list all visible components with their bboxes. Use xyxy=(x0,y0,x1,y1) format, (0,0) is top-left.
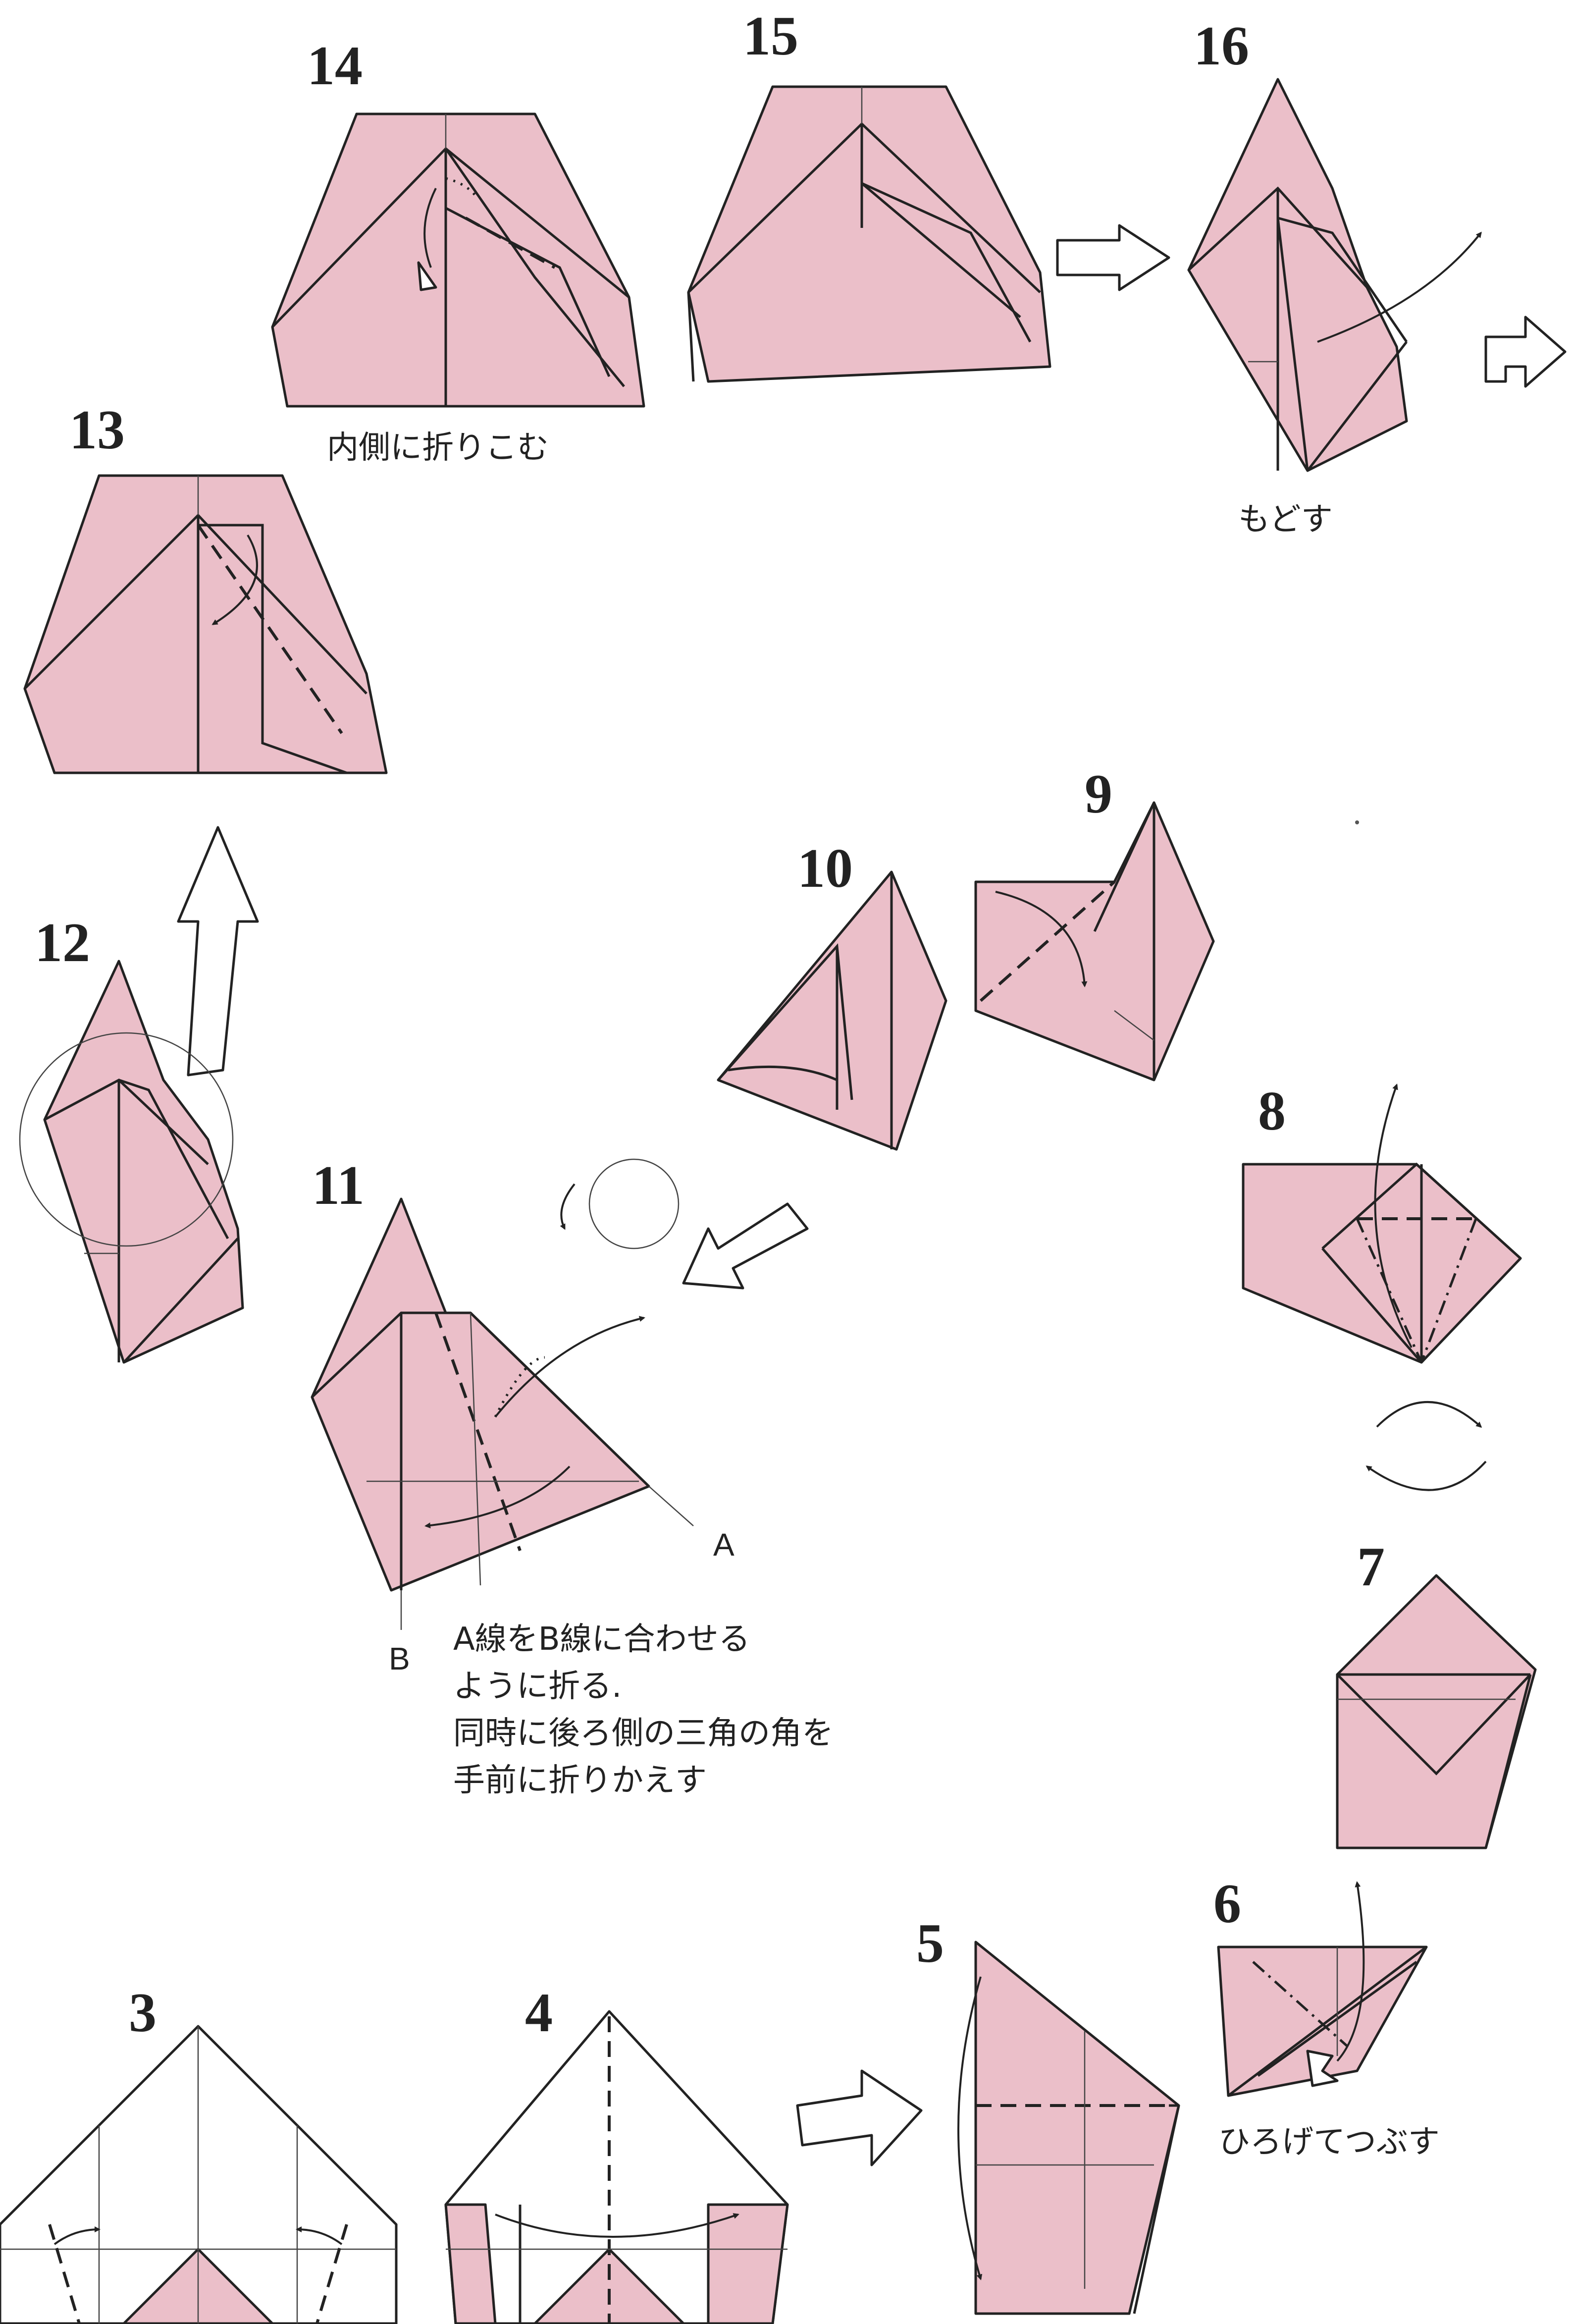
step-15-number: 15 xyxy=(743,5,798,67)
hollow-arrow-15-16 xyxy=(1056,224,1170,291)
hollow-arrow-10-11 xyxy=(682,1202,809,1290)
step-10-figure xyxy=(717,870,947,1151)
step-8-number: 8 xyxy=(1258,1081,1286,1142)
step-11-caption-line-4: 手前に折りかえす xyxy=(453,1762,707,1799)
step-16-number: 16 xyxy=(1194,15,1249,77)
step-6-figure xyxy=(1217,1881,1428,2097)
turn-over-symbol-upper xyxy=(560,1158,680,1249)
rotate-symbol xyxy=(1365,1401,1487,1491)
step-9-number: 9 xyxy=(1085,763,1112,825)
speck xyxy=(1355,820,1359,824)
step-5-figure xyxy=(957,1941,1180,2315)
step-7-number: 7 xyxy=(1357,1536,1385,1598)
hollow-arrow-12-13 xyxy=(177,826,259,1077)
step-16-figure xyxy=(1187,78,1482,472)
step-14-figure xyxy=(271,112,645,408)
step-13-figure xyxy=(23,474,388,774)
detail-circle xyxy=(19,1032,234,1247)
step-4-figure xyxy=(444,2010,789,2324)
step-14-number: 14 xyxy=(307,35,363,97)
line-b-label: B xyxy=(389,1641,410,1676)
hollow-arrow-continue xyxy=(1484,316,1567,388)
step-6-number: 6 xyxy=(1213,1873,1241,1935)
step-7-figure xyxy=(1336,1574,1537,1849)
step-13-number: 13 xyxy=(69,399,125,461)
step-11-number: 11 xyxy=(312,1155,365,1216)
step-16-caption: もどす xyxy=(1238,501,1333,538)
step-4-number: 4 xyxy=(525,1982,553,2044)
line-a-label: A xyxy=(713,1527,735,1563)
step-3-number: 3 xyxy=(129,1982,157,2044)
step-11-caption-line-3: 同時に後ろ側の三角の角を xyxy=(453,1715,834,1752)
step-11-figure xyxy=(311,1197,694,1630)
step-3-figure xyxy=(0,2025,398,2324)
step-10-number: 10 xyxy=(797,838,853,899)
step-12-number: 12 xyxy=(35,912,90,973)
step-11-caption-line-2: ように折る. xyxy=(453,1668,622,1705)
step-12-figure xyxy=(19,960,244,1364)
step-5-number: 5 xyxy=(916,1913,944,1974)
hollow-arrow-4-5 xyxy=(796,2069,923,2166)
step-14-caption: 内側に折りこむ xyxy=(327,430,549,466)
step-9-figure xyxy=(974,801,1215,1081)
step-8-figure xyxy=(1242,1083,1522,1364)
step-6-caption: ひろげてつぶす xyxy=(1218,2124,1440,2161)
step-11-caption-line-1: A線をB線に合わせる xyxy=(453,1621,750,1658)
step-15-figure xyxy=(687,85,1051,383)
